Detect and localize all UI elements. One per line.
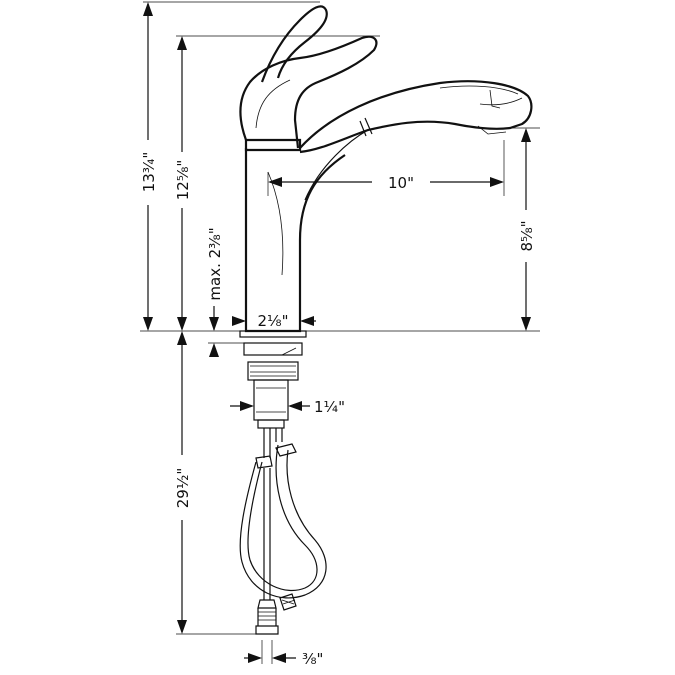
dimension-labels: 13³⁄₄" 12⁵⁄₈" max. 2³⁄₈" 10" 8⁵⁄₈" 2¹⁄₈"… <box>140 152 536 668</box>
spout-body <box>299 80 533 154</box>
deck-gasket <box>243 342 303 356</box>
base-diameter-label: 2¹⁄₈" <box>258 312 289 330</box>
spray-head-joint <box>359 117 373 137</box>
pullout-hose-loop <box>247 444 318 592</box>
handle-collar <box>244 138 302 152</box>
connection-size-label: ³⁄₈" <box>302 650 323 668</box>
spout-top-height-label: 12⁵⁄₈" <box>174 160 192 201</box>
supply-hose-right <box>275 428 283 442</box>
extension-lines <box>140 1 540 664</box>
shank <box>253 379 289 421</box>
spray-head <box>439 85 523 135</box>
lever-handle-front <box>239 35 378 149</box>
hose-connection-fitting <box>255 599 279 635</box>
spout-clearance-label: 8⁵⁄₈" <box>518 221 536 252</box>
supply-hose-left <box>263 428 271 458</box>
dimension-lines <box>143 2 531 663</box>
max-deck-thickness-label: max. 2³⁄₈" <box>206 227 224 300</box>
mounting-nut <box>247 361 299 381</box>
lever-handle-back <box>260 5 328 83</box>
overall-height-label: 13³⁄₄" <box>140 152 158 193</box>
spout-reach-label: 10" <box>388 174 414 192</box>
faucet-column <box>244 148 346 333</box>
faucet-drawing <box>239 5 533 635</box>
hose-length-label: 29¹⁄₂" <box>174 468 192 509</box>
shank-diameter-label: 1¹⁄₄" <box>314 398 345 416</box>
